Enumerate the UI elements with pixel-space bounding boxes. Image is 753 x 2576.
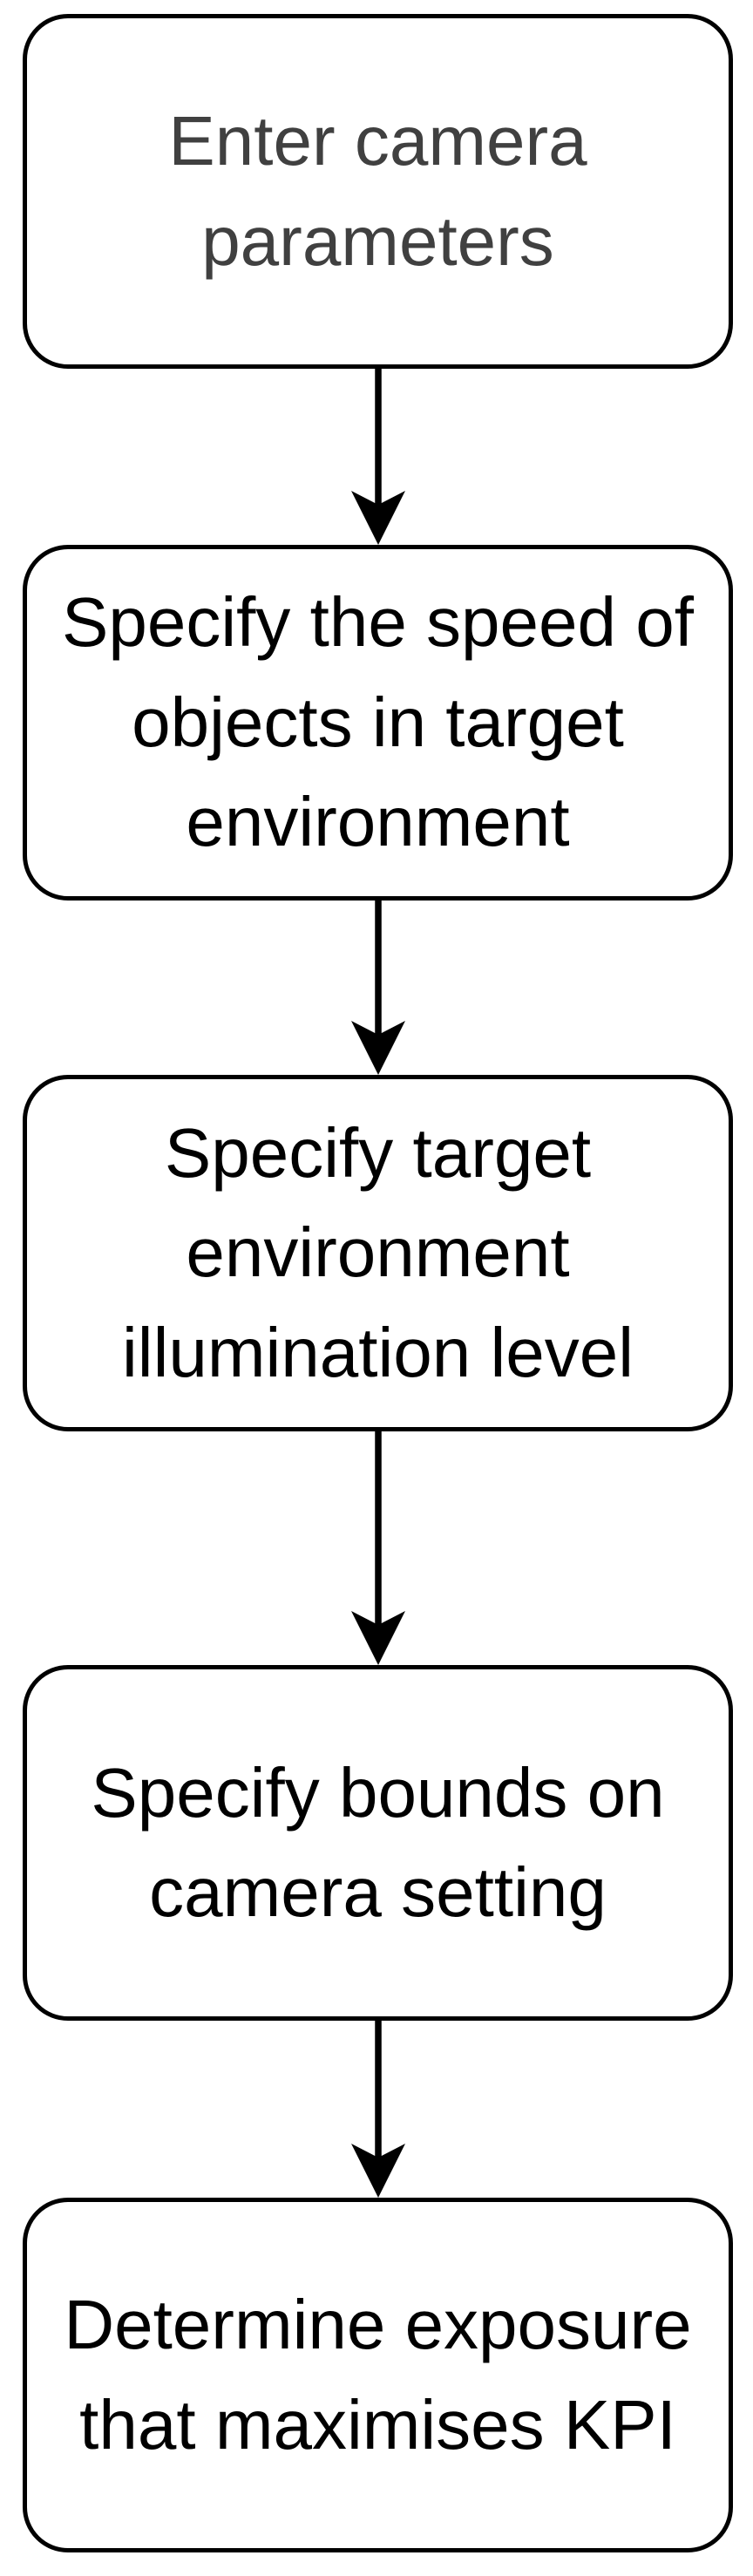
flowchart-node-determine-exposure: Determine exposure that maximises KPI (23, 2198, 733, 2552)
flowchart-node-specify-illumination: Specify target environment illumination … (23, 1075, 733, 1431)
flowchart-node-enter-camera-parameters: Enter camera parameters (23, 14, 733, 369)
node-label-specify-camera-bounds: Specify bounds on camera setting (91, 1753, 665, 1931)
arrow-down-icon (351, 369, 405, 545)
flowchart-node-specify-camera-bounds: Specify bounds on camera setting (23, 1665, 733, 2021)
node-label-specify-illumination: Specify target environment illumination … (122, 1113, 634, 1391)
node-label-specify-object-speed: Specify the speed of objects in target e… (62, 583, 694, 861)
node-label-enter-camera-parameters: Enter camera parameters (168, 102, 587, 280)
arrow-down-icon (351, 901, 405, 1075)
arrow-down-icon (351, 1431, 405, 1665)
flowchart-node-specify-object-speed: Specify the speed of objects in target e… (23, 545, 733, 901)
node-label-determine-exposure: Determine exposure that maximises KPI (64, 2286, 692, 2464)
arrow-down-icon (351, 2021, 405, 2198)
